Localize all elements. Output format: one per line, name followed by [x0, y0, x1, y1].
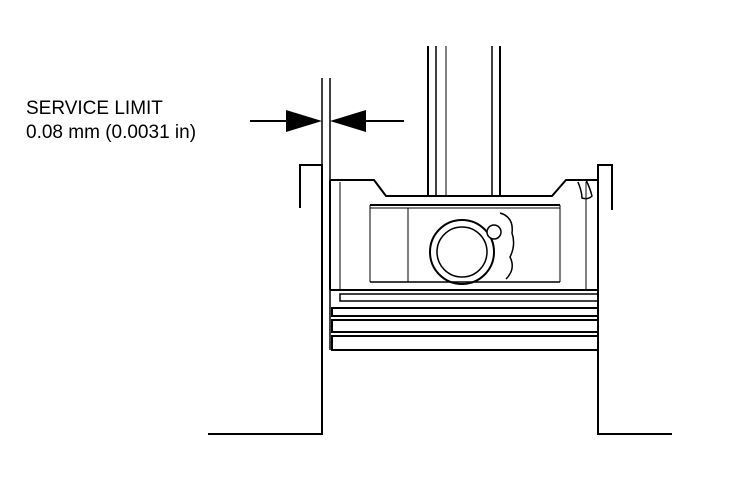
clearance-dimension-arrows — [250, 110, 404, 132]
piston-pin — [429, 212, 515, 285]
arrow-left-icon — [330, 110, 366, 132]
arrow-right-icon — [286, 110, 322, 132]
piston-crown — [329, 179, 599, 290]
cylinder-wall-right — [597, 164, 672, 435]
connecting-rod — [427, 46, 501, 196]
service-limit-label: SERVICE LIMIT — [26, 98, 163, 119]
piston-rings — [330, 289, 599, 351]
service-limit-value: 0.08 mm (0.0031 in) — [26, 122, 197, 143]
cylinder-wall-left — [208, 164, 323, 435]
